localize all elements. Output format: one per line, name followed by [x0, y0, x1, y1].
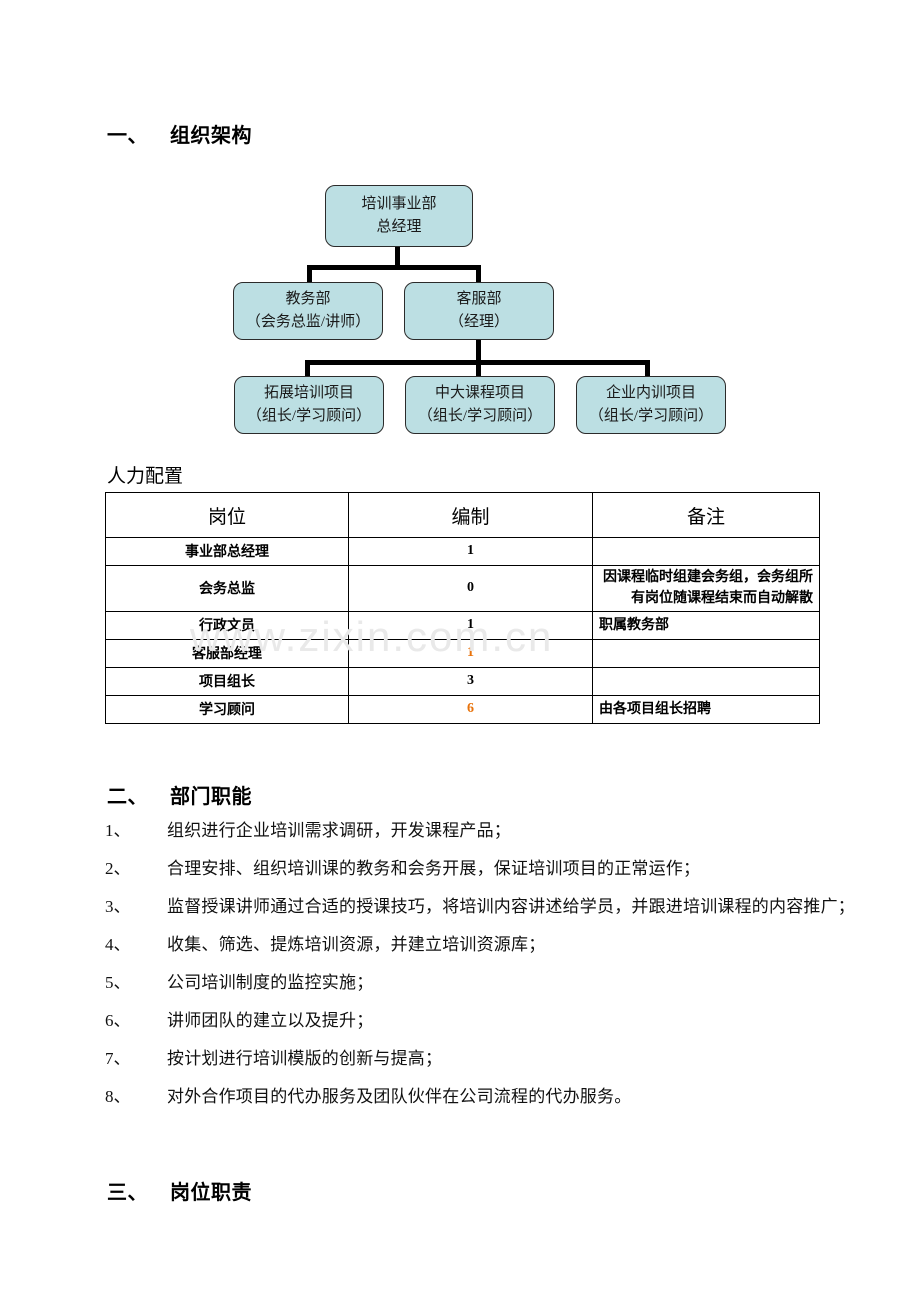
cell-remark: 因课程临时组建会务组，会务组所有岗位随课程结束而自动解散 [592, 565, 820, 612]
staffing-heading: 人力配置 [107, 466, 184, 487]
cell-count: 1 [348, 639, 593, 668]
list-item-text: 对外合作项目的代办服务及团队伙伴在公司流程的代办服务。 [167, 1087, 632, 1106]
org-node-root-line1: 培训事业部 [361, 195, 437, 212]
list-item-index: 2、 [105, 859, 131, 878]
org-node-inhouse-training-project-line1: 企业内训项目 [605, 384, 696, 401]
org-node-outdoor-training-project-line1: 拓展培训项目 [263, 384, 354, 401]
connector-level3-drop-2 [476, 360, 481, 377]
list-item: 8、 对外合作项目的代办服务及团队伙伴在公司流程的代办服务。 [105, 1078, 865, 1116]
cell-remark: 由各项目组长招聘 [592, 695, 820, 724]
table-row: 学习顾问 6 由各项目组长招聘 [105, 695, 820, 724]
org-node-root: 培训事业部 总经理 [325, 185, 473, 247]
table-row: 事业部总经理 1 [105, 537, 820, 566]
cell-post: 客服部经理 [105, 639, 349, 668]
column-header-post: 岗位 [105, 492, 349, 538]
list-item-index: 6、 [105, 1011, 131, 1030]
list-item-text: 收集、筛选、提炼培训资源，并建立培训资源库； [167, 935, 546, 954]
org-node-academic-affairs-line2: （会务总监/讲师） [245, 313, 371, 330]
connector-level3-drop-3 [645, 360, 650, 377]
cell-post: 行政文员 [105, 611, 349, 640]
list-item-index: 3、 [105, 897, 131, 916]
list-item-index: 1、 [105, 821, 131, 840]
list-item-text: 讲师团队的建立以及提升； [167, 1011, 374, 1030]
table-row: 会务总监 0 因课程临时组建会务组，会务组所有岗位随课程结束而自动解散 [105, 565, 820, 612]
list-item-index: 4、 [105, 935, 131, 954]
section-one-title: 组织架构 [170, 125, 252, 147]
cell-post: 学习顾问 [105, 695, 349, 724]
org-node-sysu-course-project-line1: 中大课程项目 [434, 384, 525, 401]
org-node-customer-service: 客服部 （经理） [404, 282, 554, 340]
org-node-academic-affairs-line1: 教务部 [285, 290, 331, 307]
table-row: 行政文员 1 职属教务部 [105, 611, 820, 640]
cell-count: 3 [348, 667, 593, 696]
list-item: 3、 监督授课讲师通过合适的授课技巧，将培训内容讲述给学员，并跟进培训课程的内容… [105, 888, 865, 926]
cell-count: 1 [348, 611, 593, 640]
connector-level2-drop-right [476, 265, 481, 284]
list-item-index: 5、 [105, 973, 131, 992]
org-node-root-line2: 总经理 [376, 218, 422, 235]
cell-post: 会务总监 [105, 565, 349, 612]
section-three-title: 岗位职责 [170, 1182, 252, 1204]
list-item-text: 按计划进行培训模版的创新与提高； [167, 1049, 443, 1068]
connector-root-stem [395, 246, 400, 268]
section-two-number: 二、 [107, 786, 148, 808]
org-node-outdoor-training-project-line2: （组长/学习顾问） [246, 407, 372, 424]
list-item-text: 公司培训制度的监控实施； [167, 973, 374, 992]
section-heading-one: 一、组织架构 [107, 119, 252, 148]
org-node-customer-service-line1: 客服部 [456, 290, 502, 307]
org-node-inhouse-training-project-line2: （组长/学习顾问） [588, 407, 714, 424]
section-one-number: 一、 [107, 125, 148, 147]
cell-count: 0 [348, 565, 593, 612]
cell-count: 1 [348, 537, 593, 566]
table-row: 项目组长 3 [105, 667, 820, 696]
connector-level3-drop-1 [305, 360, 310, 377]
cell-count: 6 [348, 695, 593, 724]
cell-remark [592, 537, 820, 566]
list-item-text: 组织进行企业培训需求调研，开发课程产品； [167, 821, 511, 840]
org-node-sysu-course-project: 中大课程项目 （组长/学习顾问） [405, 376, 555, 434]
list-item: 5、 公司培训制度的监控实施； [105, 964, 865, 1002]
list-item: 4、 收集、筛选、提炼培训资源，并建立培训资源库； [105, 926, 865, 964]
connector-level2-drop-left [307, 265, 312, 284]
list-item-index: 8、 [105, 1087, 131, 1106]
table-header-row: 岗位 编制 备注 [105, 492, 820, 538]
cell-remark: 职属教务部 [592, 611, 820, 640]
staffing-table: 岗位 编制 备注 事业部总经理 1 会务总监 0 因课程临时组建会务组，会务组所… [105, 492, 820, 724]
list-item: 2、 合理安排、组织培训课的教务和会务开展，保证培训项目的正常运作； [105, 850, 865, 888]
org-node-customer-service-line2: （经理） [448, 313, 509, 330]
cell-remark [592, 667, 820, 696]
list-item: 6、 讲师团队的建立以及提升； [105, 1002, 865, 1040]
department-functions-list: 1、 组织进行企业培训需求调研，开发课程产品； 2、 合理安排、组织培训课的教务… [105, 812, 865, 1116]
section-heading-two: 二、部门职能 [107, 780, 252, 809]
cell-post: 项目组长 [105, 667, 349, 696]
org-chart: 培训事业部 总经理 教务部 （会务总监/讲师） 客服部 （经理） 拓展培训项目 … [0, 0, 920, 470]
column-header-remark: 备注 [592, 492, 820, 538]
org-node-inhouse-training-project: 企业内训项目 （组长/学习顾问） [576, 376, 726, 434]
list-item-index: 7、 [105, 1049, 131, 1068]
list-item-text: 合理安排、组织培训课的教务和会务开展，保证培训项目的正常运作； [167, 859, 701, 878]
section-two-title: 部门职能 [170, 786, 252, 808]
section-heading-three: 三、岗位职责 [107, 1176, 252, 1205]
org-node-outdoor-training-project: 拓展培训项目 （组长/学习顾问） [234, 376, 384, 434]
org-node-sysu-course-project-line2: （组长/学习顾问） [417, 407, 543, 424]
org-node-academic-affairs: 教务部 （会务总监/讲师） [233, 282, 383, 340]
list-item: 1、 组织进行企业培训需求调研，开发课程产品； [105, 812, 865, 850]
table-row: 客服部经理 1 [105, 639, 820, 668]
cell-remark [592, 639, 820, 668]
connector-level2-bus [307, 265, 481, 270]
cell-post: 事业部总经理 [105, 537, 349, 566]
column-header-count: 编制 [348, 492, 593, 538]
section-three-number: 三、 [107, 1182, 148, 1204]
connector-level3-stem [476, 338, 481, 363]
list-item-text: 监督授课讲师通过合适的授课技巧，将培训内容讲述给学员，并跟进培训课程的内容推广； [167, 897, 855, 916]
list-item: 7、 按计划进行培训模版的创新与提高； [105, 1040, 865, 1078]
